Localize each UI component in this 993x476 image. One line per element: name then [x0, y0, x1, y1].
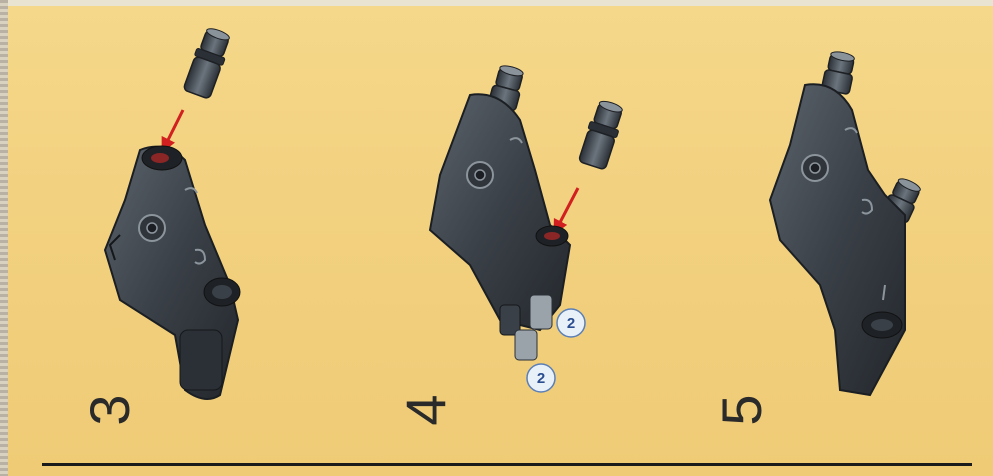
step-4-illustration: 2 2 — [430, 63, 626, 392]
callout-label: 2 — [567, 315, 575, 332]
quantity-callout: 2 — [527, 364, 555, 392]
callout-label: 2 — [537, 370, 545, 387]
insert-arrow-icon — [163, 110, 183, 150]
insert-arrow-icon — [555, 188, 578, 232]
technic-connector-block-icon — [105, 146, 240, 399]
step-3-illustration — [105, 25, 240, 399]
technic-axle-pin-icon — [577, 98, 626, 170]
technic-axle-pin-icon — [182, 25, 233, 99]
step-5-illustration — [770, 50, 924, 395]
page-divider — [42, 463, 972, 466]
step-number: 3 — [80, 380, 140, 440]
technic-connector-block-icon — [770, 84, 905, 395]
step-number: 4 — [396, 380, 456, 440]
technic-connector-block-icon — [430, 94, 570, 360]
step-number: 5 — [712, 380, 772, 440]
quantity-callout: 2 — [557, 309, 585, 337]
